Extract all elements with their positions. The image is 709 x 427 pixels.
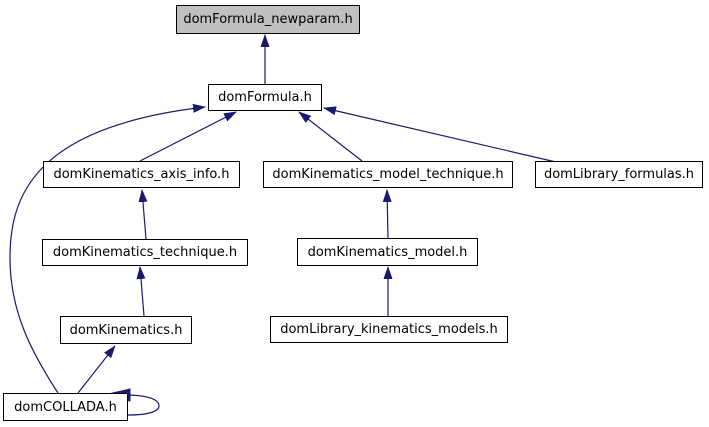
node-domCOLLADA[interactable]: domCOLLADA.h (3, 393, 128, 421)
node-domFormula[interactable]: domFormula.h (208, 84, 322, 111)
edge-domKinematics_model_technique-to-domFormula (298, 111, 363, 162)
edge-domKinematics_technique-to-domKinematics_axis_info (138, 189, 148, 240)
node-domKinematics_technique[interactable]: domKinematics_technique.h (42, 239, 248, 266)
node-label: domKinematics_technique.h (52, 245, 238, 260)
node-domKinematics_axis_info[interactable]: domKinematics_axis_info.h (43, 161, 240, 188)
node-label: domCOLLADA.h (14, 399, 117, 415)
node-label: domLibrary_kinematics_models.h (280, 322, 498, 337)
node-domKinematics[interactable]: domKinematics.h (60, 316, 192, 344)
node-domKinematics_model[interactable]: domKinematics_model.h (297, 238, 478, 266)
node-label: domLibrary_formulas.h (543, 167, 695, 182)
edge-domCOLLADA-self-loop (127, 394, 160, 416)
node-label: domKinematics_model_technique.h (272, 167, 504, 182)
edge-domKinematics_axis_info-to-domFormula (139, 111, 237, 162)
node-label: domKinematics_model.h (307, 244, 468, 260)
node-domFormula_newparam[interactable]: domFormula_newparam.h (176, 5, 360, 34)
edge-domKinematics_model-to-domKinematics_model_technique (382, 189, 392, 239)
node-label: domFormula.h (218, 90, 312, 105)
edge-domLibrary_formulas-to-domFormula (323, 106, 557, 163)
node-domKinematics_model_technique[interactable]: domKinematics_model_technique.h (263, 161, 513, 188)
node-domLibrary_formulas[interactable]: domLibrary_formulas.h (535, 161, 703, 188)
node-label: domKinematics.h (69, 322, 183, 338)
node-domLibrary_kinematics_models[interactable]: domLibrary_kinematics_models.h (270, 316, 508, 343)
edge-domCOLLADA-to-domKinematics (77, 345, 116, 394)
edge-domKinematics-to-domKinematics_technique (136, 266, 146, 317)
node-label: domFormula_newparam.h (183, 12, 353, 27)
node-label: domKinematics_axis_info.h (53, 167, 230, 182)
